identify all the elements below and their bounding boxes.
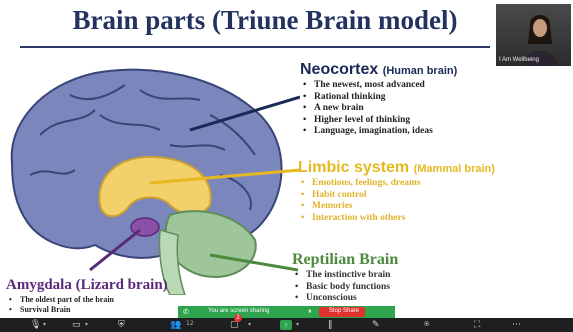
participant-video-tile[interactable]: I Am Wellbeing (496, 4, 571, 66)
title-underline (20, 46, 490, 48)
presentation-slide: Brain parts (Triune Brain model) Neocort… (0, 0, 573, 318)
list-item: Habit control (312, 190, 495, 202)
participants-icon[interactable]: 👥 (170, 319, 181, 331)
list-item: A new brain (314, 103, 457, 115)
reptilian-section: Reptilian Brain The instinctive brain Ba… (292, 252, 398, 305)
more-icon[interactable]: ⛶ (474, 319, 480, 331)
list-item: Basic body functions (306, 282, 398, 294)
list-item: Rational thinking (314, 92, 457, 104)
limbic-heading: Limbic system (298, 159, 409, 176)
remote-control-icon[interactable]: ⍟ (424, 319, 429, 331)
amygdala-heading: Amygdala (Lizard brain) (6, 278, 168, 293)
pause-share-icon[interactable]: ‖ (328, 319, 333, 331)
slide-title: Brain parts (Triune Brain model) (40, 5, 490, 36)
meeting-controls-toolbar: 🎙 ▾ ▭ ▾ ⛨ 👥 12 ▢ 2 ▾ ↑ ▾ ‖ ✎ ⍟ ⛶ ⋯ (0, 318, 573, 332)
list-item: Memories (312, 201, 495, 213)
list-item: Language, imagination, ideas (314, 126, 457, 138)
chevron-down-icon[interactable]: ▾ (296, 319, 299, 331)
limbic-subheading: (Mammal brain) (414, 163, 495, 175)
more-options-icon[interactable]: ⋯ (512, 319, 521, 331)
reptilian-heading: Reptilian Brain (292, 252, 398, 268)
video-camera-icon[interactable]: ▭ (72, 319, 81, 331)
security-shield-icon[interactable]: ⛨ (118, 319, 125, 331)
list-item: Interaction with others (312, 213, 495, 225)
participant-name: I Am Wellbeing (499, 57, 539, 63)
neocortex-heading: Neocortex (300, 61, 378, 78)
neocortex-subheading: (Human brain) (383, 65, 458, 77)
list-item: The oldest part of the brain (20, 295, 168, 305)
list-item: The newest, most advanced (314, 80, 457, 92)
phone-icon: ✆ (183, 308, 189, 316)
stop-share-button[interactable]: Stop Share (319, 307, 365, 317)
chevron-down-icon[interactable]: ▾ (43, 319, 46, 331)
list-item: The instinctive brain (306, 270, 398, 282)
chevron-down-icon[interactable]: ▾ (248, 319, 251, 331)
brain-illustration (0, 55, 300, 295)
list-item: Emotions, feelings, dreams (312, 178, 495, 190)
amygdala-section: Amygdala (Lizard brain) The oldest part … (6, 278, 168, 315)
list-item: Survival Brain (20, 305, 168, 315)
microphone-icon[interactable]: 🎙 (30, 319, 41, 331)
stop-share-label: Stop Share (329, 308, 359, 314)
share-screen-icon[interactable]: ↑ (280, 320, 292, 330)
annotate-icon[interactable]: ✎ (372, 319, 380, 331)
participants-count: 12 (186, 318, 194, 330)
neocortex-section: Neocortex (Human brain) The newest, most… (300, 62, 457, 138)
list-item: Unconscious (306, 293, 398, 305)
chat-badge: 2 (234, 314, 242, 322)
pause-icon[interactable]: ⏸ (308, 308, 312, 316)
screen-share-bar[interactable]: ✆ You are screen sharing ⏸ Stop Share (178, 306, 395, 318)
limbic-section: Limbic system (Mammal brain) Emotions, f… (298, 160, 495, 224)
chevron-down-icon[interactable]: ▾ (85, 319, 88, 331)
list-item: Higher level of thinking (314, 115, 457, 127)
